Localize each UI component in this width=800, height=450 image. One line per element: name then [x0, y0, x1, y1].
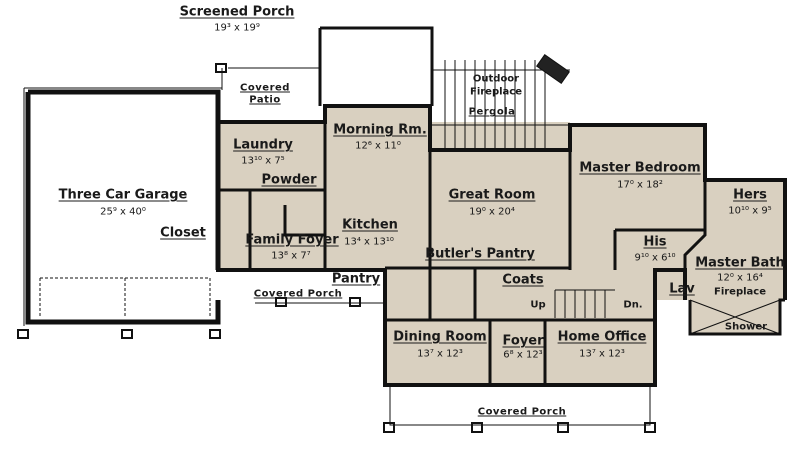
powder-label: Powder: [261, 172, 317, 188]
lav-label: Lav: [669, 281, 695, 297]
outdoor-fireplace-label-1: Outdoor: [472, 73, 520, 85]
stairs-down-label: Dn.: [623, 299, 643, 311]
covered-patio-label-2: Patio: [249, 94, 281, 106]
walls: [17, 26, 787, 433]
covered-patio-label-1: Covered: [240, 82, 290, 94]
screened-porch-dims: 19³ x 19⁹: [214, 22, 260, 34]
front-covered-porch-label: Covered Porch: [477, 406, 567, 418]
coats-label: Coats: [502, 272, 544, 288]
his-closet-dims: 9¹⁰ x 6¹⁰: [634, 252, 676, 264]
master-bath-fireplace-label: Fireplace: [713, 286, 767, 298]
closet-label: Closet: [160, 225, 206, 241]
stairs-up-label: Up: [530, 299, 546, 311]
his-closet-label: His: [643, 234, 667, 250]
screened-porch-label: Screened Porch: [179, 4, 295, 20]
interior-fill: [218, 106, 785, 385]
master-bath-label: Master Bath: [695, 255, 785, 271]
home-office-dims: 13⁷ x 12³: [579, 348, 625, 360]
dining-room-dims: 13⁷ x 12³: [417, 348, 463, 360]
foyer-label: Foyer: [502, 333, 544, 349]
master-bath-dims: 12⁰ x 16⁴: [717, 272, 763, 284]
laundry-dims: 13¹⁰ x 7⁵: [241, 155, 285, 167]
foyer-dims: 6⁸ x 12³: [503, 349, 543, 361]
family-foyer-label: Family Foyer: [245, 232, 339, 248]
family-foyer-dims: 13⁸ x 7⁷: [271, 250, 311, 262]
side-covered-porch-label: Covered Porch: [253, 288, 343, 300]
morning-room-dims: 12⁶ x 11⁰: [355, 140, 401, 152]
garage-dims: 25⁹ x 40⁰: [100, 206, 146, 218]
laundry-label: Laundry: [233, 137, 293, 153]
butlers-pantry-label: Butler's Pantry: [425, 246, 535, 262]
hers-closet-label: Hers: [733, 187, 767, 203]
pantry-label: Pantry: [331, 271, 381, 287]
outdoor-fireplace-label-2: Fireplace: [469, 86, 523, 98]
pergola-label: Pergola: [468, 106, 516, 118]
kitchen-label: Kitchen: [342, 217, 398, 233]
home-office-label: Home Office: [557, 329, 647, 345]
master-bedroom-label: Master Bedroom: [579, 160, 701, 176]
master-bedroom-dims: 17⁰ x 18²: [617, 179, 663, 191]
shower-label: Shower: [724, 321, 768, 333]
morning-room-label: Morning Rm.: [333, 122, 427, 138]
great-room-label: Great Room: [448, 187, 536, 203]
kitchen-dims: 13⁴ x 13¹⁰: [344, 236, 394, 248]
great-room-dims: 19⁰ x 20⁴: [469, 206, 515, 218]
hers-closet-dims: 10¹⁰ x 9⁵: [728, 205, 772, 217]
dining-room-label: Dining Room: [393, 329, 487, 345]
garage-label: Three Car Garage: [58, 187, 188, 203]
